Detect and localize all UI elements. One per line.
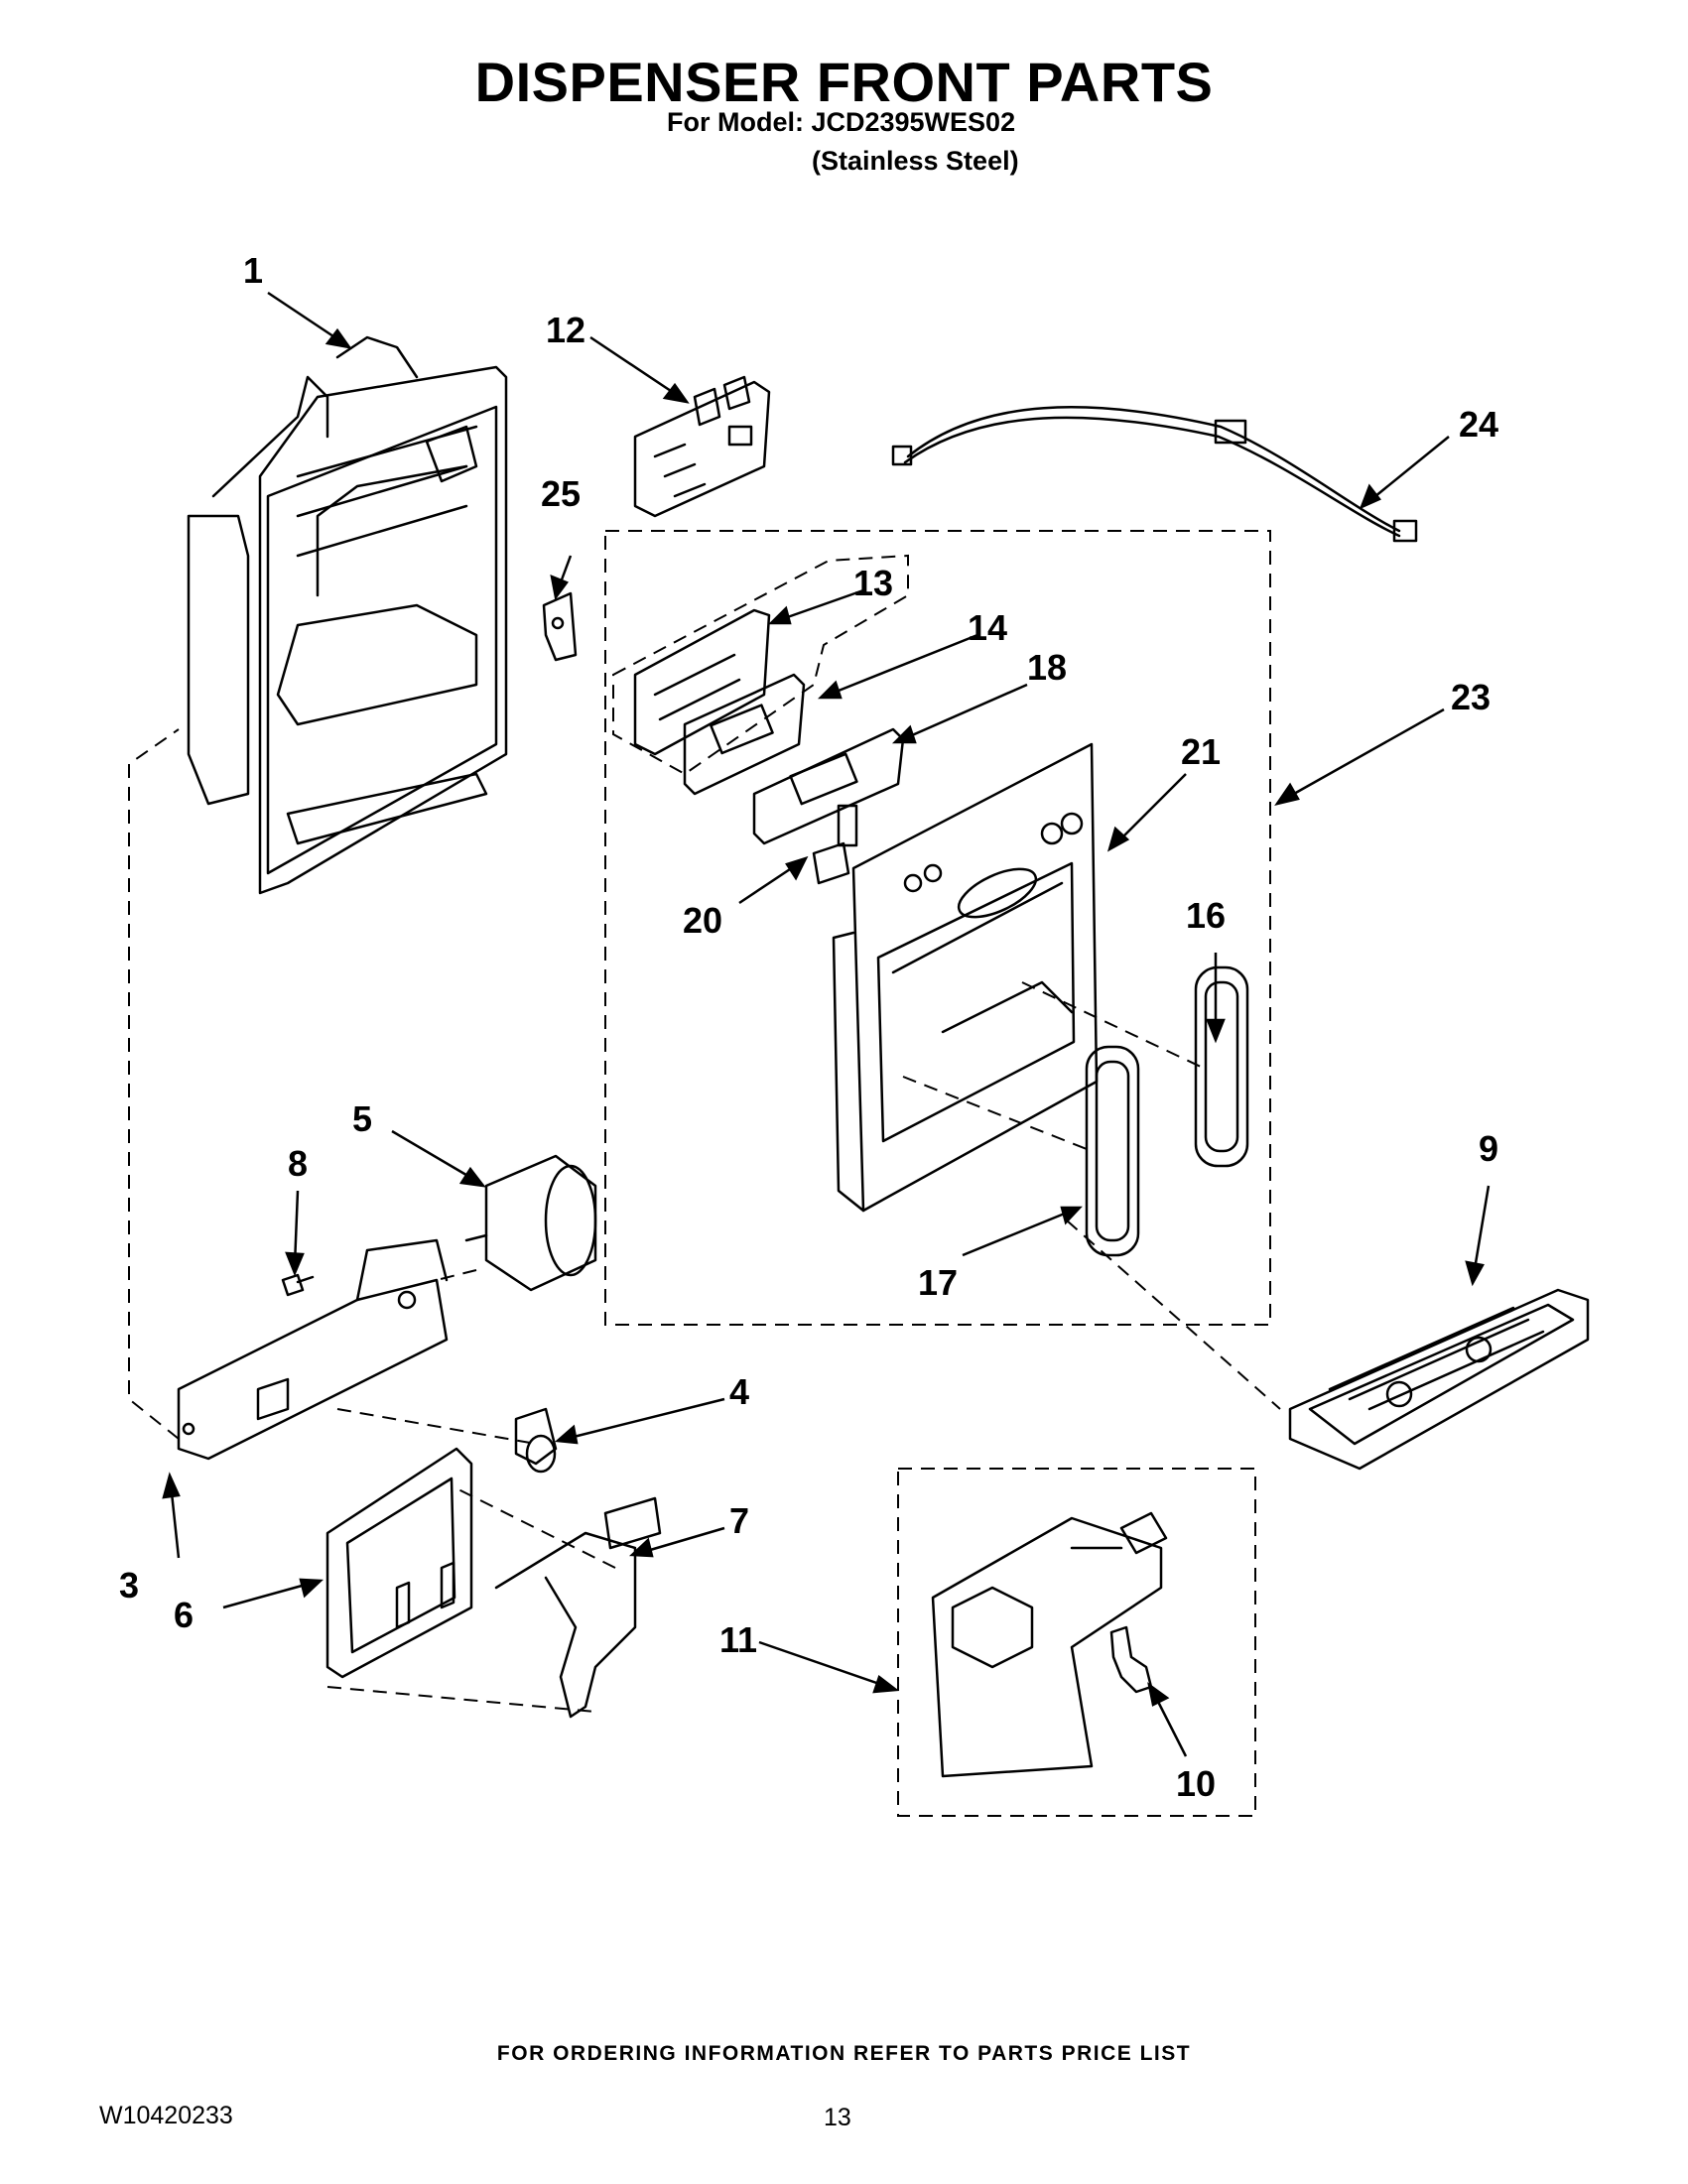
callout-9: 9 [1479, 1128, 1498, 1169]
mounting-bracket-part [177, 1238, 449, 1461]
callout-13: 13 [853, 563, 893, 603]
wire-harness-part [891, 406, 1418, 543]
switch-housing-part [633, 608, 771, 756]
callout-16: 16 [1186, 895, 1226, 936]
callout-23: 23 [1451, 677, 1491, 717]
callout-20: 20 [683, 900, 722, 941]
screw-part [281, 1273, 315, 1297]
clip-part [542, 591, 578, 662]
callout-1: 1 [243, 250, 263, 291]
callout-24: 24 [1459, 404, 1498, 445]
callout-11: 11 [719, 1619, 757, 1660]
callout-6: 6 [174, 1595, 194, 1635]
control-board-part [633, 375, 771, 518]
callout-12: 12 [546, 310, 585, 350]
ice-chute-assembly-box [897, 1468, 1256, 1817]
document-number: W10420233 [99, 2102, 233, 2129]
switch-cover-part [752, 727, 905, 845]
callout-14: 14 [968, 607, 1007, 648]
dispenser-panel-part [832, 742, 1099, 1213]
page-title: DISPENSER FRONT PARTS [474, 51, 1214, 113]
switch-part [812, 804, 858, 885]
switch-group-box [612, 554, 909, 776]
callout-10: 10 [1176, 1763, 1216, 1804]
callout-21: 21 [1181, 731, 1221, 772]
actuator-part [514, 1407, 558, 1474]
callout-4: 4 [729, 1371, 749, 1412]
model-number: For Model: JCD2395WES02 [667, 107, 1016, 137]
callout-25: 25 [541, 473, 581, 514]
dispenser-panel-assembly-box [604, 530, 1271, 1326]
page-number: 13 [824, 2104, 851, 2131]
water-fitting-part [1109, 1625, 1153, 1694]
ice-paddle-part [1085, 1045, 1140, 1257]
callout-5: 5 [352, 1098, 372, 1139]
finish-label: (Stainless Steel) [812, 146, 1019, 176]
dispenser-housing-part [187, 335, 508, 895]
callout-18: 18 [1027, 647, 1067, 688]
ice-chute-part [931, 1511, 1168, 1778]
drip-tray-part [1288, 1288, 1590, 1471]
water-paddle-part [1194, 965, 1249, 1168]
callout-8: 8 [288, 1143, 308, 1184]
callout-17: 17 [918, 1262, 958, 1303]
dispenser-door-part [325, 1447, 473, 1679]
motor-part [464, 1154, 597, 1292]
switch-board-part [683, 673, 806, 796]
door-arm-part [494, 1496, 662, 1719]
callout-7: 7 [729, 1500, 749, 1541]
ordering-note: FOR ORDERING INFORMATION REFER TO PARTS … [496, 2042, 1192, 2065]
callout-3: 3 [119, 1565, 139, 1606]
